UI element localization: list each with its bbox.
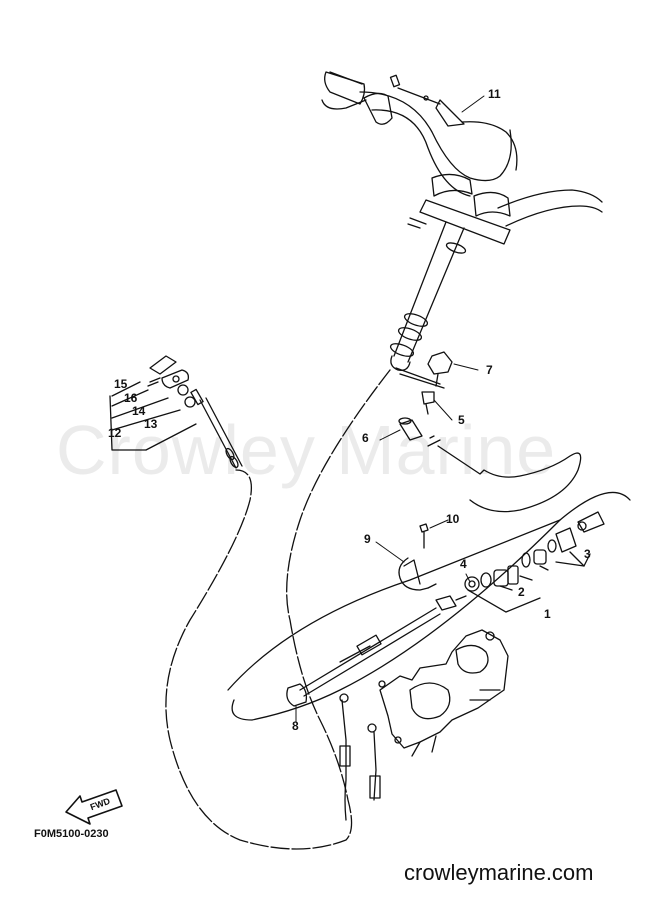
steering-column bbox=[389, 221, 467, 389]
diagram-code: F0M5100-0230 bbox=[34, 828, 109, 840]
callout-8: 8 bbox=[292, 719, 299, 733]
pump-housing bbox=[378, 629, 509, 757]
lower-cable-ends bbox=[339, 693, 381, 821]
callout-13: 13 bbox=[144, 417, 158, 431]
callout-5: 5 bbox=[458, 413, 465, 427]
throttle-cable bbox=[389, 74, 518, 171]
callout-6: 6 bbox=[362, 431, 369, 445]
callout-3: 3 bbox=[584, 547, 591, 561]
callout-1: 1 bbox=[544, 607, 551, 621]
callout-11: 11 bbox=[488, 87, 501, 101]
callout-12: 12 bbox=[108, 426, 122, 440]
leader-lines bbox=[295, 95, 485, 723]
callout-10: 10 bbox=[446, 512, 460, 526]
handlebar bbox=[321, 71, 603, 245]
throttle-inner-cable bbox=[227, 491, 631, 721]
callout-14: 14 bbox=[132, 404, 146, 418]
cable-holder-parts bbox=[109, 355, 197, 451]
steering-cable bbox=[165, 369, 391, 850]
site-url[interactable]: crowleymarine.com bbox=[404, 860, 594, 885]
callout-2: 2 bbox=[518, 585, 525, 599]
callout-15: 15 bbox=[114, 377, 128, 391]
callout-16: 16 bbox=[124, 391, 138, 405]
parts-1-4 bbox=[435, 511, 605, 613]
callout-9: 9 bbox=[364, 532, 371, 546]
callout-4: 4 bbox=[460, 557, 467, 571]
parts-9-10 bbox=[398, 523, 437, 591]
callout-7: 7 bbox=[486, 363, 493, 377]
fwd-arrow-icon bbox=[65, 789, 123, 825]
parts-5-6-7 bbox=[398, 351, 582, 513]
